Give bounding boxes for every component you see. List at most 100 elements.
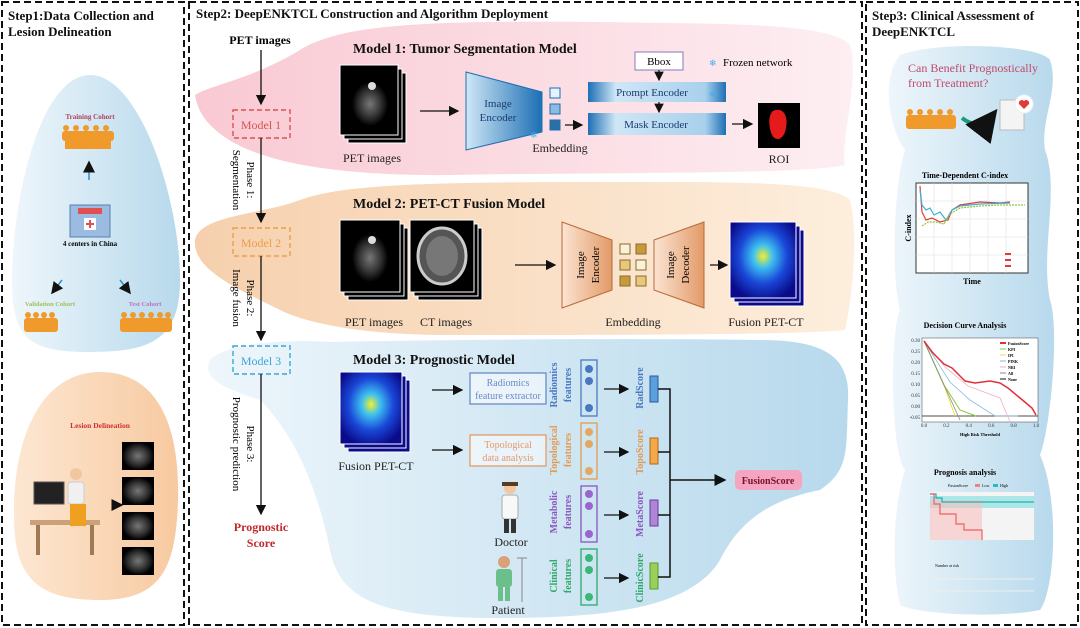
model3-box-label: Model 3 — [241, 354, 281, 368]
radiomics-extractor-label: Radiomics — [487, 378, 530, 389]
prognostic-score-label-2: Score — [247, 536, 276, 550]
model1-embedding-label: Embedding — [532, 141, 587, 155]
model2-embedding-label: Embedding — [605, 315, 660, 329]
cindex-xlabel: Time — [963, 277, 981, 286]
radiomics-features-label-2: features — [563, 368, 574, 402]
model2-ct-label: CT images — [420, 315, 472, 329]
km-high-curve — [930, 493, 1034, 503]
phase3-sublabel: Prognostic prediction — [230, 397, 242, 492]
model3-fusion-label: Fusion PET-CT — [338, 459, 414, 473]
km-title: Prognosis analysis — [934, 468, 996, 477]
feature-row-clinical: Clinical features ClinicScore — [549, 548, 659, 606]
model2-fusion-label: Fusion PET-CT — [728, 315, 804, 329]
dca-legend-item: NRI — [1008, 365, 1016, 370]
dca-xtick: 0.2 — [943, 424, 950, 429]
metabolic-features-label-2: features — [563, 495, 574, 529]
roi-mask — [769, 109, 787, 140]
model2-box-label: Model 2 — [241, 236, 281, 250]
dca-xlabel: High Risk Threshold — [960, 432, 1001, 437]
step1-title-line2: Lesion Delineation — [8, 24, 112, 39]
patients-people-icon — [906, 109, 956, 129]
cindex-ylabel: C-index — [904, 214, 913, 241]
dca-title: Decision Curve Analysis — [924, 321, 1007, 330]
model2-image-encoder — [561, 221, 613, 309]
phase1-label: Phase 1: — [244, 162, 256, 199]
radiomics-extractor-box — [469, 372, 547, 405]
radscore-label: RadScore — [635, 367, 646, 409]
model2-embedding-grid — [619, 243, 647, 287]
validation-people-icon — [24, 312, 58, 332]
metabolic-features-label: Metabolic — [549, 490, 560, 533]
model2-title: Model 2: PET-CT Fusion Model — [353, 197, 545, 212]
model2-ct-image-stack — [409, 219, 483, 301]
model1-box-label: Model 1 — [241, 118, 281, 132]
score-merge-lines — [658, 388, 671, 578]
feature-row-metabolic: Metabolic features MetaScore — [549, 485, 659, 543]
fusionscore-label: FusionScore — [742, 476, 795, 487]
frozen-snowflake-icon: ❄ — [530, 130, 538, 140]
step3-title-line2: DeepENKTCL — [872, 24, 955, 39]
phase1-sublabel: Segmentation — [230, 150, 242, 211]
clinicscore-label: ClinicScore — [635, 553, 646, 603]
step3-title: Step3: Clinical Assessment of — [872, 8, 1035, 23]
dca-ytick: 0.00 — [911, 405, 920, 410]
phase2-sublabel: Image fusion — [230, 269, 242, 327]
question-line2: from Treatment? — [908, 76, 988, 90]
radiomics-extractor-label-2: feature extractor — [475, 391, 541, 402]
radiomics-features-label: Radiomics — [549, 362, 560, 407]
model1-title: Model 1: Tumor Segmentation Model — [353, 42, 577, 57]
lesion-blob — [13, 372, 179, 600]
km-risk-table-label: Number at risk — [935, 563, 959, 568]
physician-at-computer-icon — [30, 468, 124, 555]
km-low-curve — [930, 493, 983, 540]
km-legend-title: FusionScore — [948, 483, 968, 488]
lesion-slices — [122, 442, 154, 575]
dca-xtick: 0.6 — [988, 424, 995, 429]
feature-row-topological: Topological features TopoScore — [549, 422, 659, 480]
step2-title: Step2: DeepENKTCL Construction and Algor… — [196, 6, 549, 21]
dca-xtick: 1.0 — [1033, 424, 1040, 429]
dca-ytick: 0.15 — [911, 372, 920, 377]
model2-encoder-label: Image — [575, 251, 587, 279]
roi-label: ROI — [769, 152, 790, 166]
model2-fusion-image-stack — [729, 221, 805, 307]
mask-encoder-box — [588, 113, 726, 135]
step3-panel: Step3: Clinical Assessment of DeepENKTCL… — [865, 1, 1079, 626]
health-report-icon — [999, 94, 1034, 131]
test-people-icon — [120, 312, 172, 332]
fusionscore-badge — [735, 470, 802, 490]
training-people-icon — [62, 125, 114, 149]
km-legend-high: High — [1000, 483, 1008, 488]
model1-encoder-label: Image — [484, 98, 512, 110]
frozen-legend-icon: ❄ — [709, 58, 717, 68]
metascore-label: MetaScore — [635, 490, 646, 536]
km-legend-low: Low — [982, 483, 989, 488]
dca-legend-item: None — [1008, 377, 1017, 382]
validation-cohort-label: Validation Cohort — [25, 301, 76, 308]
doctor-icon — [501, 482, 519, 533]
prognostic-score-label: Prognostic — [234, 520, 289, 534]
model2-image-decoder — [653, 221, 705, 309]
model2-pet-image-stack — [339, 219, 409, 301]
cindex-series-blue — [919, 189, 1011, 222]
prompt-encoder-box — [588, 82, 726, 102]
dca-legend-item: IPI — [1008, 353, 1014, 358]
phase2-label: Phase 2: — [244, 280, 256, 317]
topological-features-label-2: features — [563, 433, 574, 467]
clinical-features-label: Clinical — [549, 559, 560, 593]
km-chart: FusionScore Low High Number at risk — [930, 483, 1034, 592]
cindex-series-red — [919, 185, 1011, 223]
centers-label: 4 centers in China — [63, 240, 118, 248]
model1-pet-image-stack — [339, 64, 407, 144]
cindex-chart — [915, 182, 1029, 274]
dca-legend-item: All — [1008, 371, 1014, 376]
model1-image-encoder — [465, 71, 543, 151]
training-cohort-label: Training Cohort — [65, 113, 115, 121]
lesion-delineation-label: Lesion Delineation — [70, 421, 131, 430]
model1-embedding-squares — [549, 87, 561, 131]
model3-title: Model 3: Prognostic Model — [353, 353, 515, 368]
patient-icon — [496, 556, 527, 602]
step1-title: Step1:Data Collection and — [8, 8, 155, 23]
